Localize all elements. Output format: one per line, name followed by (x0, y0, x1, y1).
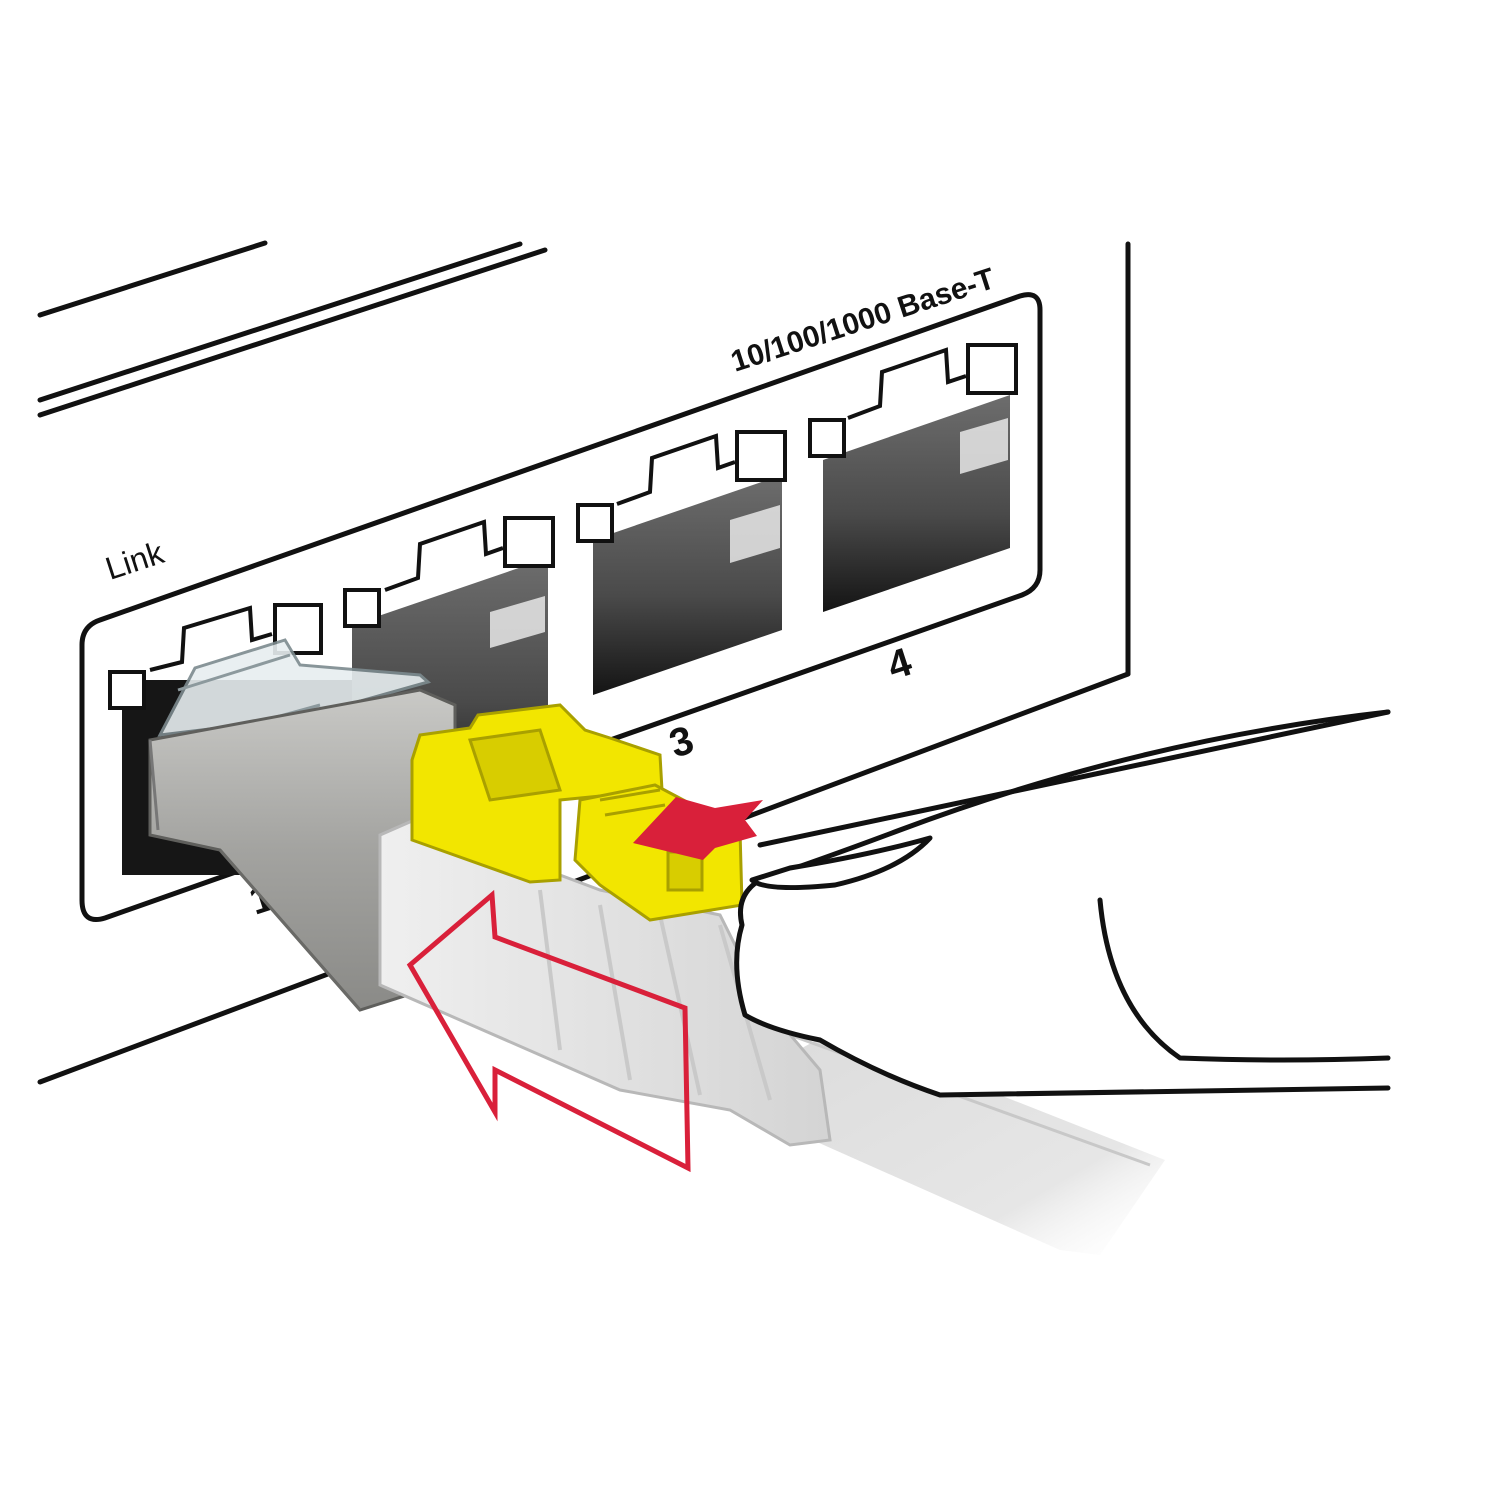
port-3[interactable] (576, 430, 787, 695)
port-3-number: 3 (664, 718, 699, 767)
port-3-led-left (576, 503, 614, 543)
port-2-led-right (503, 516, 555, 568)
link-label: Link (101, 534, 169, 587)
port-4-number: 4 (882, 640, 917, 689)
port-4-led-left (808, 418, 846, 458)
cable (780, 1030, 1165, 1255)
switch-housing (37, 240, 1131, 1085)
port-3-led-right (735, 430, 787, 482)
hand (734, 709, 1391, 1098)
port-1-led-left (108, 670, 146, 710)
port-2-led-left (343, 588, 381, 628)
push-arrow-icon (633, 797, 763, 860)
port-4[interactable] (808, 343, 1018, 612)
yellow-lock[interactable] (410, 703, 744, 922)
plug-boot (378, 798, 832, 1147)
port-4-led-right (966, 343, 1018, 395)
port-1-led-right (273, 603, 323, 655)
insert-arrow-icon (406, 889, 691, 1173)
